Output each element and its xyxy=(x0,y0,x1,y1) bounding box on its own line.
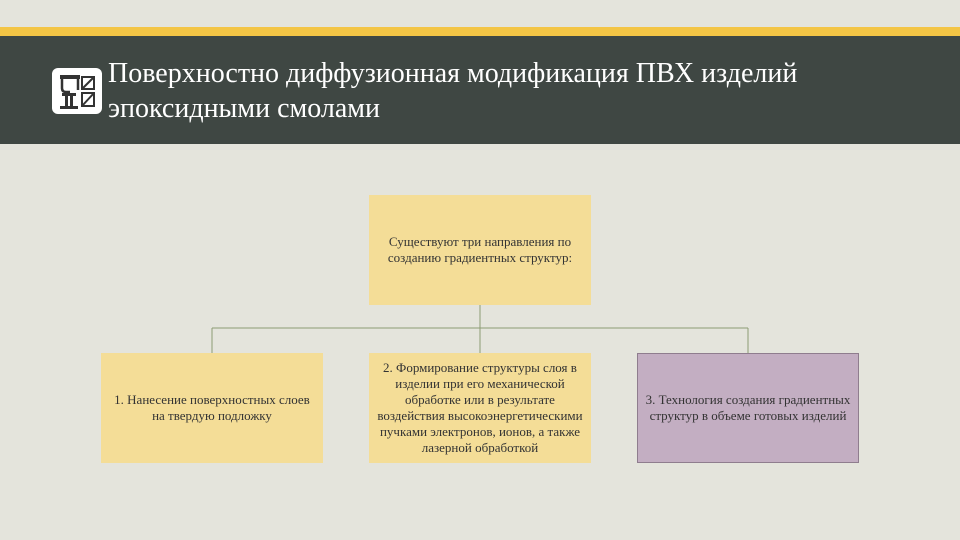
accent-stripe xyxy=(0,27,960,36)
child-node-1-text: 1. Нанесение поверхностных слоев на твер… xyxy=(114,392,310,423)
title-bar xyxy=(0,36,960,144)
diagram-child-node-1: 1. Нанесение поверхностных слоев на твер… xyxy=(101,353,323,463)
child-node-3-text: 3. Технология создания градиентных струк… xyxy=(645,392,851,423)
root-node-text: Существуют три направления по созданию г… xyxy=(387,234,573,265)
diagram-child-node-2: 2. Формирование структуры слоя в изделии… xyxy=(369,353,591,463)
logo-icon xyxy=(52,68,102,114)
slide-title: Поверхностно диффузионная модификация ПВ… xyxy=(108,58,798,124)
child-node-2-text: 2. Формирование структуры слоя в изделии… xyxy=(377,360,583,455)
diagram-root-node: Существуют три направления по созданию г… xyxy=(369,195,591,305)
diagram-child-node-3: 3. Технология создания градиентных струк… xyxy=(637,353,859,463)
